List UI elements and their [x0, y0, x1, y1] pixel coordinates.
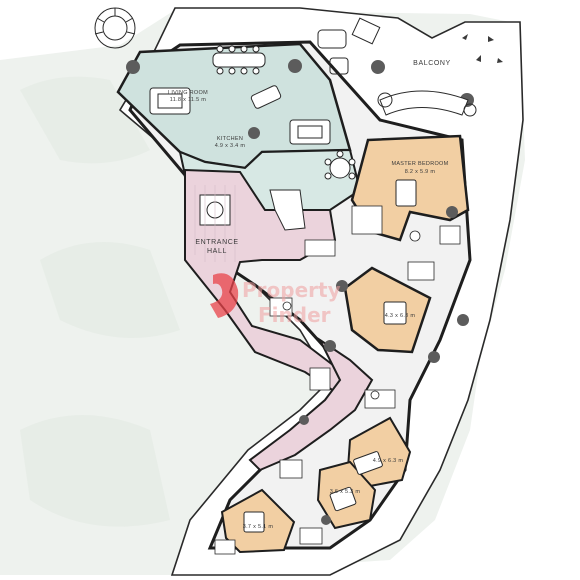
bathroom-fixture-icons	[214, 205, 461, 555]
bedroom-3-size: 4.9 x 6.3 m	[373, 458, 404, 464]
bedroom-4-size: 3.6 x 5.3 m	[330, 489, 361, 495]
spiral-stair-icon	[94, 7, 136, 49]
kitchen-island-icon	[269, 189, 306, 231]
watermark-logo-icon	[210, 273, 239, 318]
living-room-size: 11.8 x 11.5 m	[170, 97, 207, 103]
kitchen-size: 4.9 x 3.4 m	[215, 143, 246, 149]
kitchen-name: KITCHEN	[217, 136, 243, 142]
bedroom-2-size: 4.3 x 6.3 m	[385, 313, 416, 319]
entrance-hall-name-line1: ENTRANCE	[195, 239, 238, 246]
bed-icons	[243, 179, 417, 533]
floor-tile-pattern	[194, 185, 236, 262]
balcony-lounge-icon	[317, 17, 477, 117]
watermark-line1: Property	[242, 278, 341, 302]
master-bedroom-name: MASTER BEDROOM	[391, 161, 448, 167]
watermark: Property Finder	[210, 273, 341, 327]
living-room-name: LIVING ROOM	[168, 90, 208, 96]
dining-round-table-icon	[324, 150, 356, 180]
entrance-hall-name-line2: HALL	[207, 248, 227, 255]
sofa-icon	[149, 85, 331, 145]
dining-table-icon	[212, 45, 266, 75]
bedroom-5-size: 3.7 x 5.1 m	[243, 524, 274, 530]
corridor-area	[248, 337, 374, 472]
master-bedroom-size: 8.2 x 5.9 m	[405, 169, 436, 175]
watermark-line2: Finder	[258, 303, 331, 327]
entrance-hall-area	[184, 168, 352, 397]
plant-icons	[462, 34, 503, 63]
balcony-name: BALCONY	[413, 60, 451, 67]
